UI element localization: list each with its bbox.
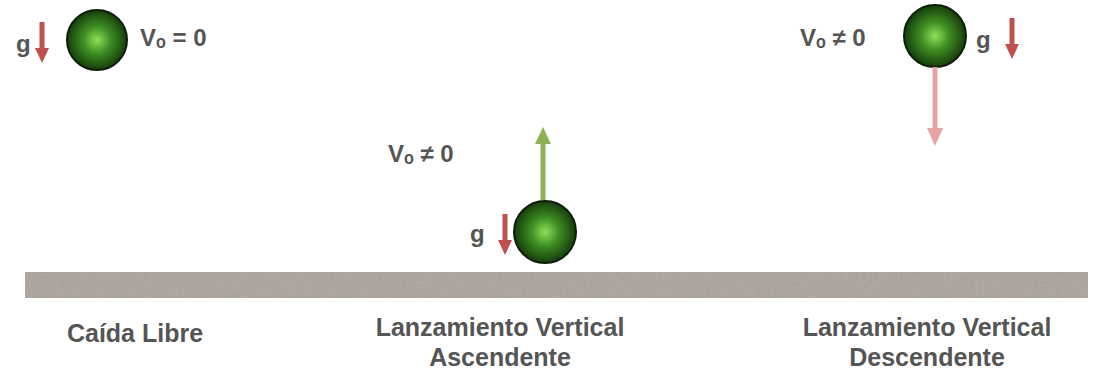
ground <box>25 272 1088 298</box>
gravity-arrowhead <box>35 48 49 63</box>
gravity-symbol: g <box>976 26 991 54</box>
initial-velocity: Vₒ = 0 <box>140 24 207 52</box>
ball <box>904 5 966 67</box>
gravity-arrow <box>40 22 45 50</box>
ball <box>67 10 127 70</box>
gravity-arrowhead <box>1005 44 1019 59</box>
ball <box>514 201 576 263</box>
gravity-arrow <box>503 214 508 242</box>
initial-velocity: Vₒ ≠ 0 <box>388 140 454 168</box>
gravity-arrowhead <box>498 240 512 255</box>
motion-name: Lanzamiento Vertical Ascendente <box>340 312 660 372</box>
velocity-arrow <box>933 67 938 130</box>
ground-band <box>25 272 1088 298</box>
gravity-arrow <box>1010 18 1015 46</box>
velocity-arrowhead <box>535 127 551 144</box>
gravity-symbol: g <box>470 220 485 248</box>
motion-name: Lanzamiento Vertical Descendente <box>767 312 1087 372</box>
ground-texture <box>25 272 1088 298</box>
velocity-arrow <box>541 142 546 200</box>
motion-name: Caída Libre <box>15 318 255 348</box>
initial-velocity: Vₒ ≠ 0 <box>800 24 866 52</box>
gravity-symbol: g <box>16 30 31 58</box>
velocity-arrowhead <box>927 128 943 146</box>
